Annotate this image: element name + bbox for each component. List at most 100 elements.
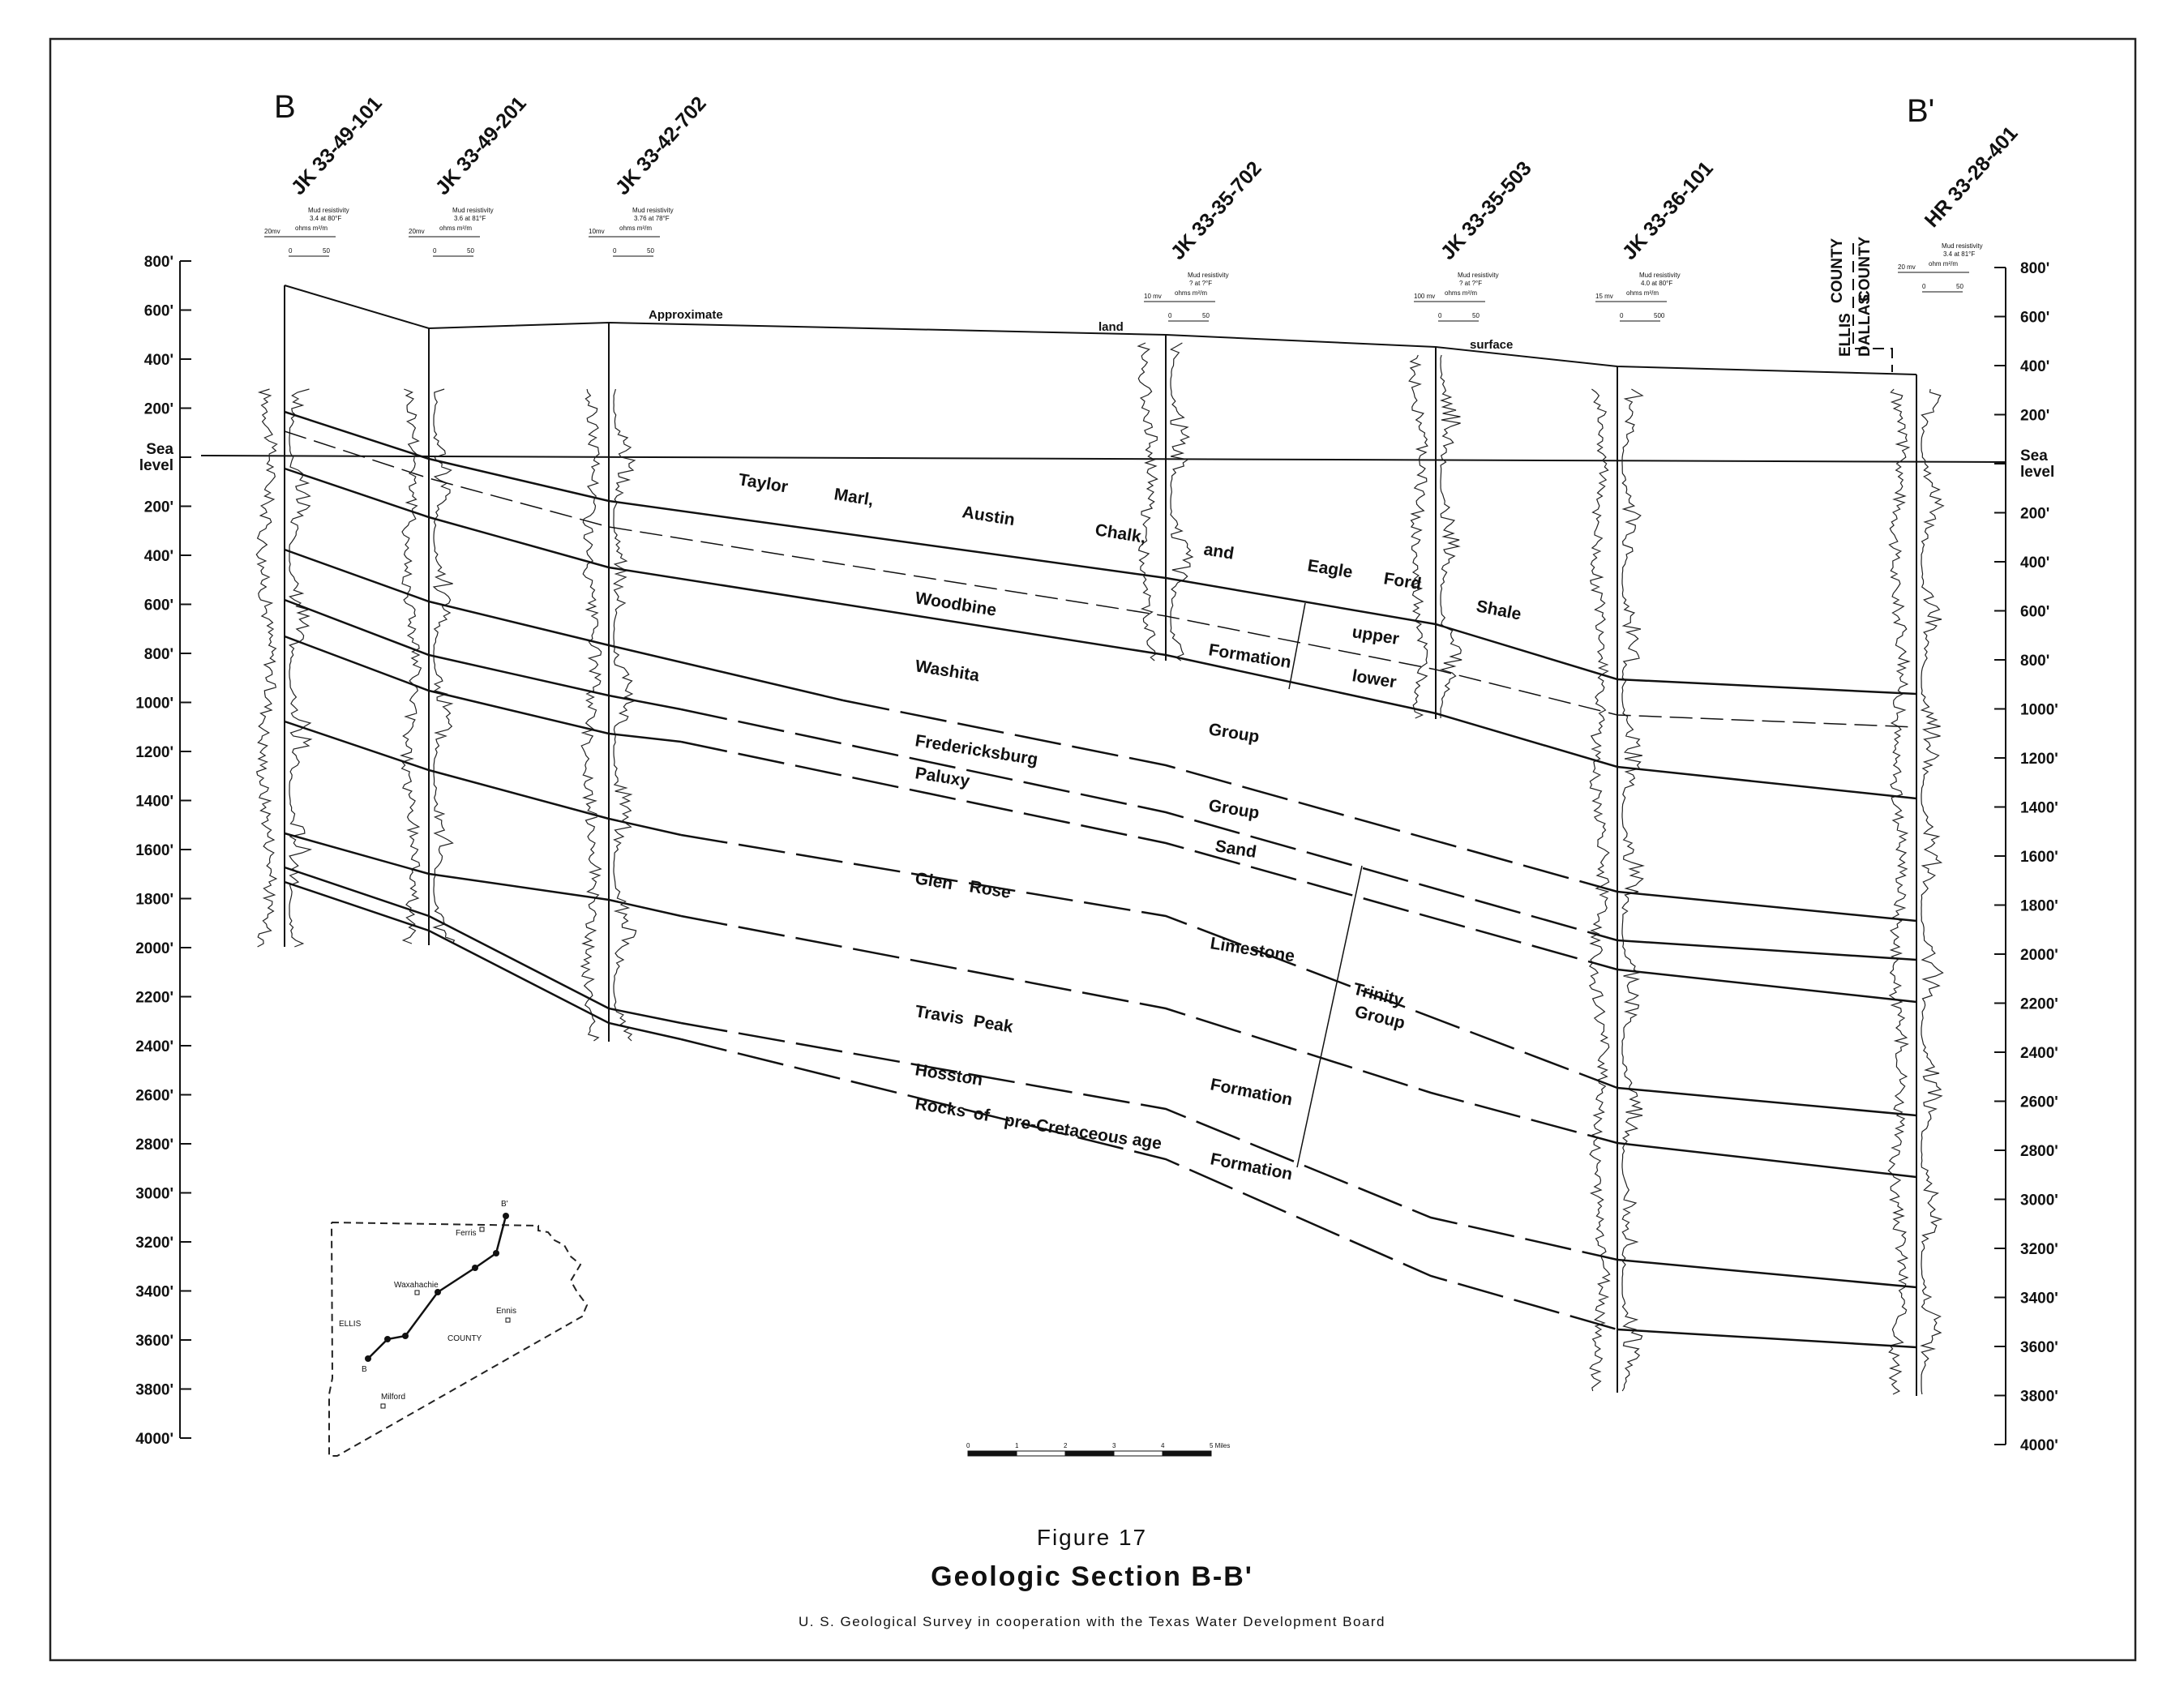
resistivity-units-label: ohms m²/m: [619, 225, 652, 232]
unit-taylor-word-8: Shale: [1475, 597, 1522, 623]
boundary-top-travis-peak-east: [1617, 1141, 1917, 1179]
mud-resistivity-label: Mud resistivity: [1188, 272, 1229, 279]
well-id-label: JK 33-42-702: [611, 92, 711, 199]
unit-lower-eagle-ford: lower: [1351, 666, 1398, 691]
depth-label: 2200': [2020, 996, 2058, 1013]
figure-border: [49, 37, 2137, 1662]
unit-labels: Taylor Marl, Austin Chalk, and Eagle For…: [737, 470, 1522, 1184]
unit-taylor-word-6: Eagle: [1306, 556, 1354, 581]
well-id-label: JK 33-35-503: [1437, 157, 1536, 264]
depth-label: 3600': [2020, 1339, 2058, 1356]
sp-scale-label: 100 mv: [1414, 293, 1435, 300]
unit-taylor-word-1: Taylor: [737, 470, 789, 496]
resistivity-scale-max: 50: [1472, 312, 1480, 319]
depth-label: 600': [144, 597, 173, 614]
boundary-top-washita-east: [1617, 890, 1917, 922]
boundary-top-travis-peak: [284, 832, 682, 918]
depth-label: 3000': [2020, 1192, 2058, 1209]
resistivity-units-label: ohms m²/m: [439, 225, 472, 232]
resistivity-units-label: ohms m²/m: [1445, 289, 1477, 297]
depth-label: 1600': [135, 842, 173, 859]
unit-taylor-word-7: Ford: [1382, 569, 1423, 593]
depth-label: 1400': [135, 794, 173, 811]
depth-label: 2600': [2020, 1094, 2058, 1111]
county-word-top: COUNTY: [1829, 238, 1846, 303]
town-ennis-square: [505, 1317, 511, 1323]
unit-taylor-word-2: Marl,: [833, 485, 875, 509]
boundary-top-pre-cretaceous-dashed: [680, 1038, 1618, 1331]
scale-bar-label: 1: [1015, 1442, 1019, 1449]
depth-label: 2400': [135, 1038, 173, 1055]
depth-label: 600': [2020, 604, 2049, 621]
well-id-label: HR 33-28-401: [1921, 122, 2023, 233]
mud-resistivity-label: Mud resistivity: [308, 207, 349, 214]
well-id-label: JK 33-49-201: [431, 92, 531, 199]
map-well-dot: [402, 1333, 409, 1339]
mud-resistivity-label: Mud resistivity: [1458, 272, 1499, 279]
map-label-ennis: Ennis: [496, 1307, 516, 1316]
depth-label-level: level: [2020, 464, 2054, 481]
scale-bar-label: 3: [1112, 1442, 1116, 1449]
sp-log-curve: [255, 388, 278, 948]
depth-label: 2800': [135, 1137, 173, 1154]
boundary-top-fredericksburg: [284, 598, 682, 711]
depth-label: 3600': [135, 1333, 173, 1350]
boundary-top-paluxy-east: [1617, 968, 1917, 1004]
depth-label: 3400': [2020, 1291, 2058, 1308]
map-label-b: B: [362, 1365, 367, 1374]
figure-title: Geologic Section B-B': [931, 1561, 1253, 1592]
boundary-top-pre-cretaceous-east: [1617, 1328, 1917, 1349]
unit-fredericksburg-word-2: Group: [1207, 796, 1261, 823]
depth-label: 400': [2020, 358, 2049, 375]
mud-resistivity-value: 3.4 at 80°F: [310, 215, 341, 222]
depth-label: 800': [2020, 653, 2049, 670]
map-label-b-prime: B': [501, 1200, 508, 1209]
depth-label: 4000': [135, 1431, 173, 1448]
depth-axis-left: 800'600'400'200'Sealevel200'400'600'800'…: [135, 254, 191, 1448]
depth-label: 3200': [2020, 1241, 2058, 1258]
unit-paluxy-word-1: Paluxy: [914, 764, 971, 790]
sp-log-curve: [1887, 388, 1911, 1395]
town-waxahachie-square: [414, 1290, 420, 1295]
mud-resistivity-label: Mud resistivity: [1942, 242, 1983, 250]
boundary-top-glen-rose-dashed: [680, 833, 1618, 1089]
depth-label: 4000': [2020, 1437, 2058, 1454]
unit-taylor-word-5: and: [1202, 540, 1235, 563]
depth-label: 3400': [135, 1284, 173, 1301]
resistivity-scale-max: 500: [1654, 312, 1665, 319]
mud-resistivity-label: Mud resistivity: [632, 207, 674, 214]
unit-hosston-word-2: Formation: [1209, 1149, 1294, 1184]
sp-scale-label: 20mv: [409, 228, 425, 235]
depth-label: 800': [144, 254, 173, 271]
land-surface-word-1: Approximate: [649, 308, 723, 322]
well-id-label: JK 33-49-101: [287, 92, 387, 199]
unit-travis-peak-word-2: Peak: [972, 1012, 1014, 1036]
resistivity-units-label: ohms m²/m: [1175, 289, 1207, 297]
unit-upper-eagle-ford: upper: [1351, 623, 1400, 649]
resistivity-log-curve: [613, 388, 638, 1042]
unit-pre-cretaceous-word-2: of: [972, 1104, 991, 1125]
sp-scale-label: 20 mv: [1898, 263, 1916, 271]
resistivity-log-curve: [1439, 354, 1462, 719]
boundary-top-hosston-east: [1617, 1258, 1917, 1289]
resistivity-scale-min: 0: [1922, 283, 1926, 290]
resistivity-scale-max: 50: [1956, 283, 1963, 290]
boundary-top-austin-taylor: [284, 410, 1917, 696]
dallas-county-label: DALLAS: [1856, 294, 1874, 357]
depth-label: 400': [144, 548, 173, 565]
woodbine-upper-lower-divider: [1288, 602, 1306, 690]
resistivity-scale-max: 50: [467, 247, 474, 255]
figure-credit: U. S. Geological Survey in cooperation w…: [799, 1614, 1385, 1629]
depth-label: 1400': [2020, 800, 2058, 817]
depth-label: 2200': [135, 990, 173, 1007]
sea-level-line: [200, 455, 2006, 463]
boundary-top-woodbine: [284, 467, 1917, 800]
resistivity-units-label: ohm m²/m: [1929, 260, 1958, 268]
map-label-milford: Milford: [381, 1393, 405, 1402]
resistivity-log-curve: [1920, 388, 1945, 1395]
county-line: COUNTY ELLIS DALLAS COUNTY: [1829, 236, 1893, 372]
depth-label: 3800': [2020, 1389, 2058, 1406]
